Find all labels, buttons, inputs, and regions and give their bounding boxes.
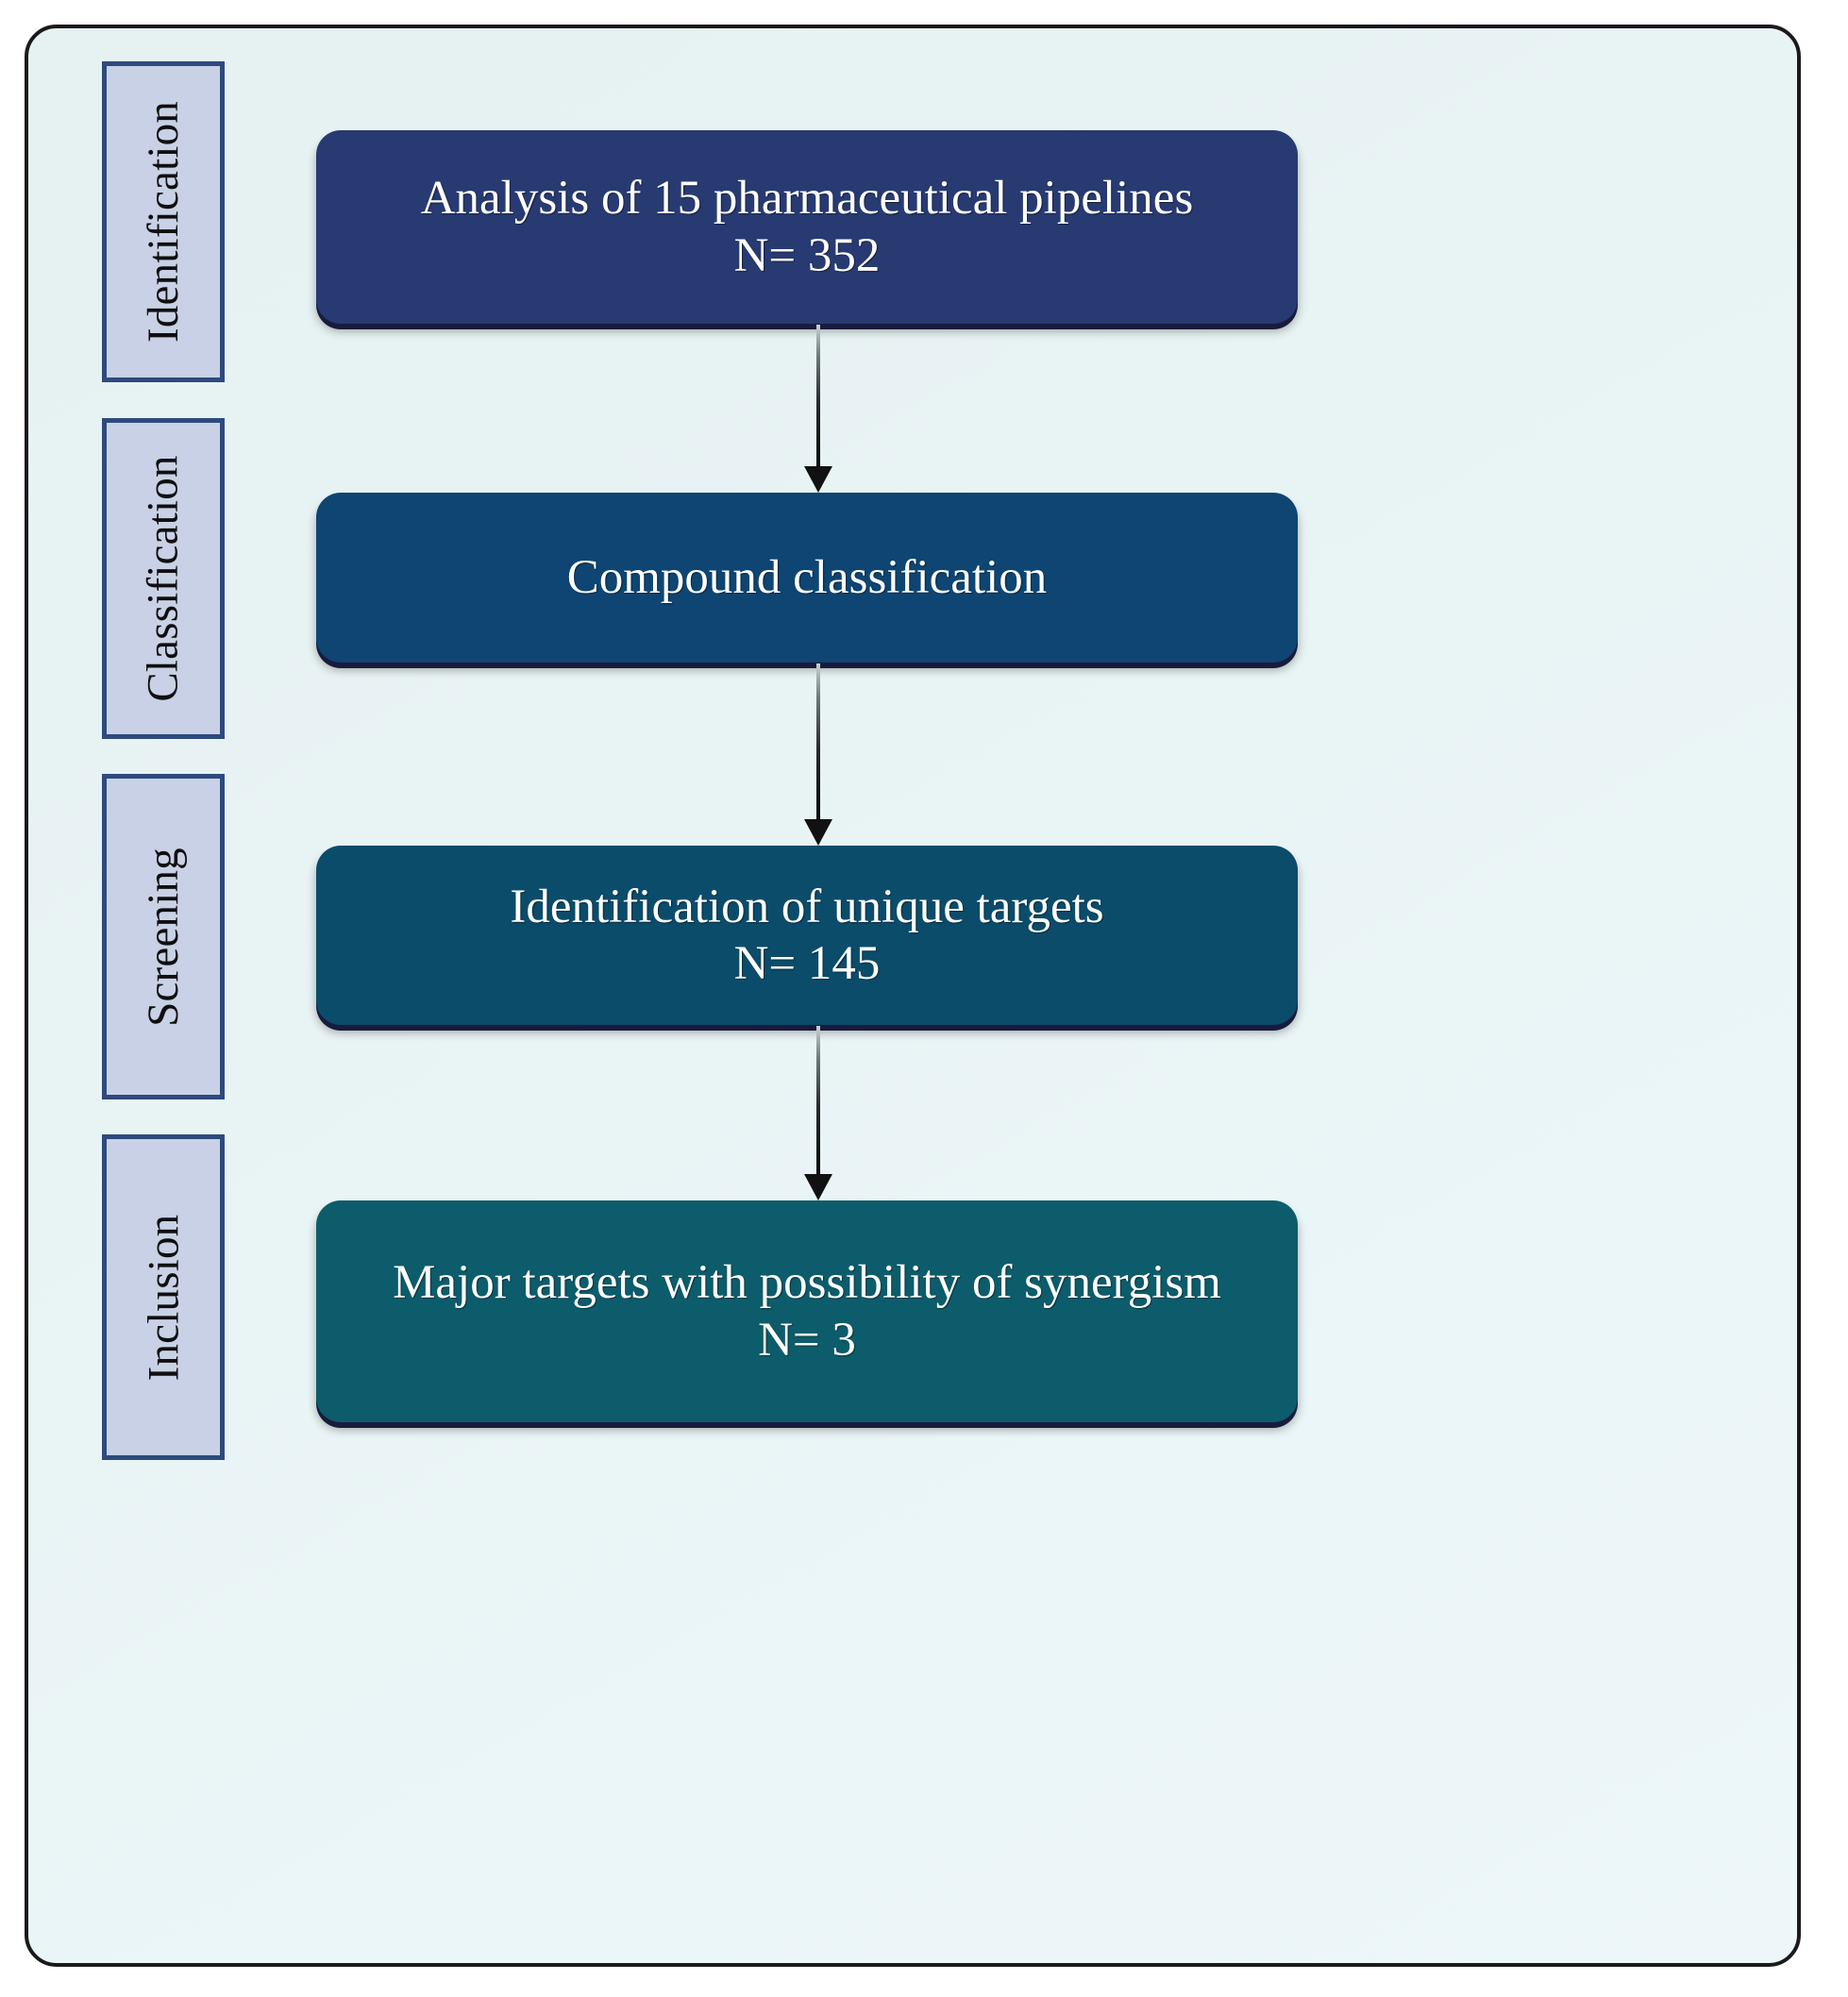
arrow-shaft: [816, 663, 820, 819]
process-box-identification-count: N= 352: [733, 228, 881, 282]
process-box-inclusion: Major targets with possibility of synerg…: [316, 1200, 1298, 1422]
process-box-inclusion-count: N= 3: [758, 1313, 856, 1367]
arrow-down-icon-screening-to-inclusion: [804, 1026, 832, 1200]
stage-label-classification-text: Classification: [139, 455, 189, 702]
stage-label-identification-text: Identification: [139, 101, 189, 343]
flowchart-frame: Identification Classification Screening …: [25, 25, 1801, 1967]
stage-label-screening-text: Screening: [139, 847, 189, 1027]
arrow-head: [804, 1174, 832, 1200]
process-box-screening-count: N= 145: [733, 937, 881, 990]
arrow-down-icon-classification-to-screening: [804, 663, 832, 846]
process-box-inclusion-line1: Major targets with possibility of synerg…: [393, 1256, 1221, 1310]
stage-label-inclusion-text: Inclusion: [139, 1214, 189, 1381]
process-box-classification-content: Compound classification: [567, 549, 1048, 606]
stage-label-inclusion: Inclusion: [102, 1134, 225, 1460]
process-box-screening: Identification of unique targets N= 145: [316, 846, 1298, 1025]
process-box-identification: Analysis of 15 pharmaceutical pipelines …: [316, 130, 1298, 324]
process-box-classification: Compound classification: [316, 493, 1298, 663]
stage-label-identification: Identification: [102, 61, 225, 382]
arrow-shaft: [816, 325, 820, 466]
stage-label-screening: Screening: [102, 774, 225, 1099]
arrow-shaft: [816, 1026, 820, 1174]
process-box-screening-content: Identification of unique targets N= 145: [510, 879, 1103, 992]
arrow-head: [804, 819, 832, 846]
arrow-down-icon-identification-to-classification: [804, 325, 832, 493]
arrow-head: [804, 466, 832, 493]
process-box-classification-line1: Compound classification: [566, 550, 1048, 604]
process-box-identification-content: Analysis of 15 pharmaceutical pipelines …: [421, 170, 1194, 283]
process-box-identification-line1: Analysis of 15 pharmaceutical pipelines: [420, 172, 1194, 226]
process-box-screening-line1: Identification of unique targets: [510, 880, 1104, 933]
process-box-inclusion-content: Major targets with possibility of synerg…: [393, 1254, 1221, 1368]
stage-label-classification: Classification: [102, 418, 225, 739]
